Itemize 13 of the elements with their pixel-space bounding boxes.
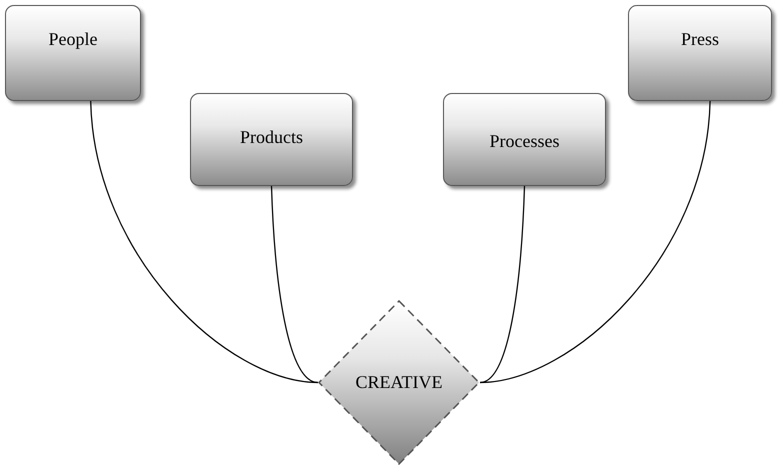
node-label: Products bbox=[240, 127, 303, 148]
node-label: People bbox=[48, 28, 98, 50]
process-box bbox=[628, 5, 772, 101]
node-label: Press bbox=[680, 28, 719, 50]
process-box bbox=[443, 93, 606, 186]
process-box bbox=[190, 93, 353, 186]
process-box bbox=[5, 5, 141, 101]
node-label: CREATIVE bbox=[356, 372, 442, 393]
connector-line bbox=[480, 186, 526, 384]
connector-line bbox=[270, 186, 318, 384]
decision-diamond bbox=[318, 300, 480, 465]
node-label: Processes bbox=[490, 131, 560, 152]
connector-line bbox=[480, 100, 711, 384]
